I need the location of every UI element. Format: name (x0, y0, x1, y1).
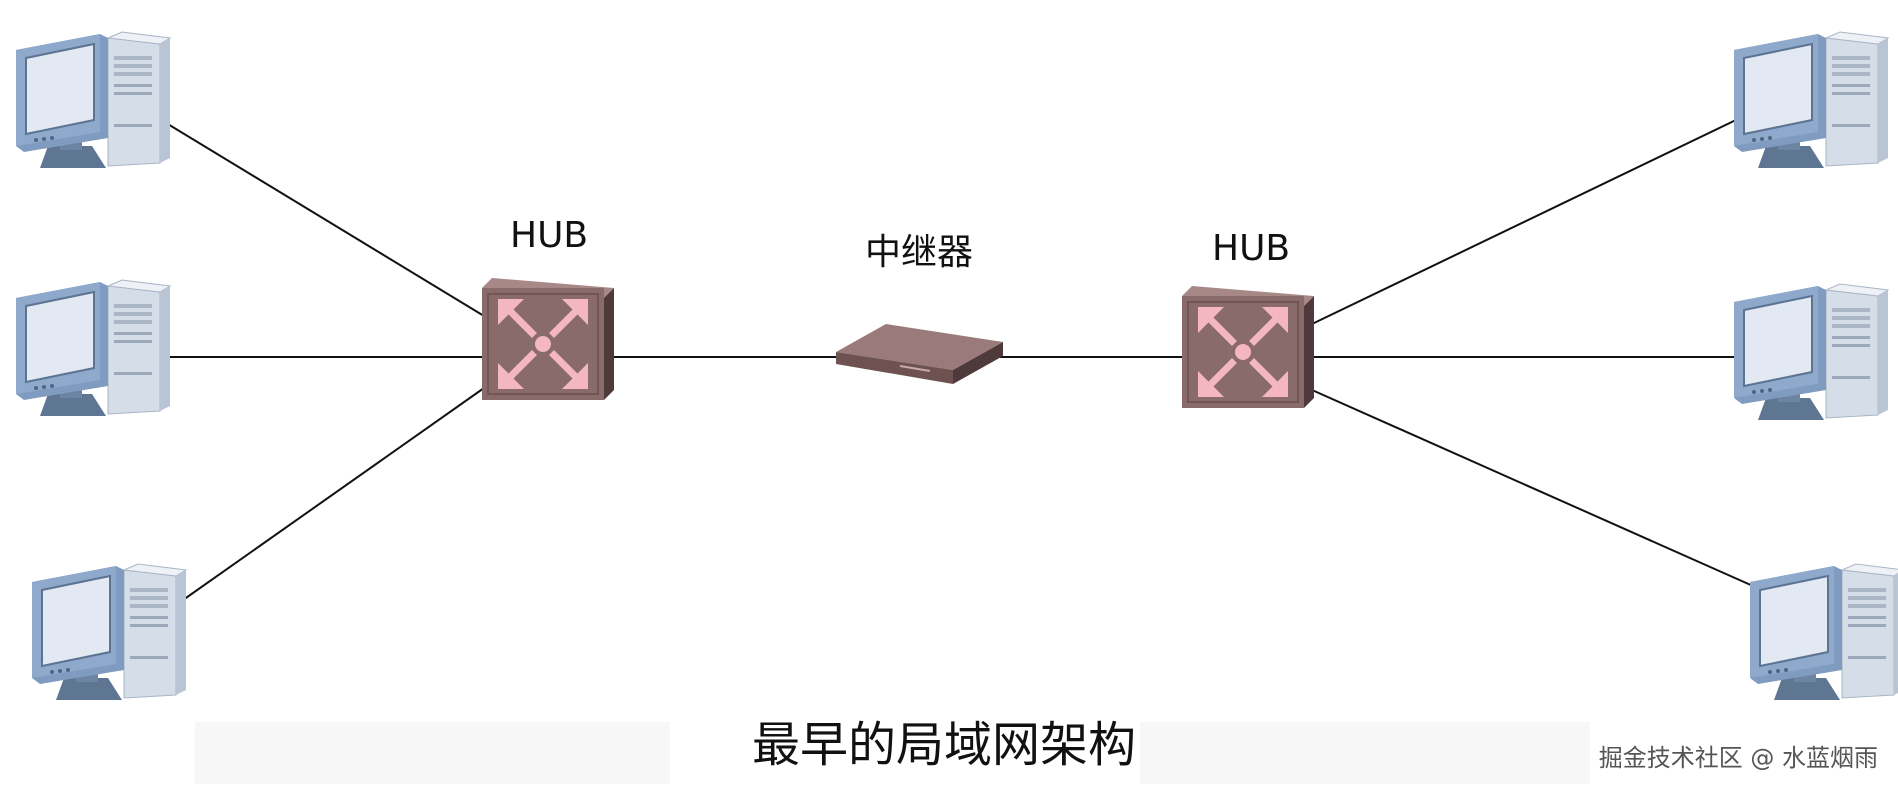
watermark: 掘金技术社区 @ 水蓝烟雨 (1598, 744, 1878, 772)
caption-backdrop-right (1140, 722, 1590, 784)
link-left-bottom (165, 387, 485, 613)
computer-left-2-icon (15, 279, 171, 417)
caption-backdrop-left (195, 722, 670, 784)
link-left-top (147, 111, 485, 317)
computer-right-1-icon (1733, 31, 1889, 169)
link-right-top (1311, 118, 1739, 325)
link-right-bottom (1311, 389, 1763, 591)
hub-right-icon (1182, 286, 1314, 408)
diagram-caption: 最早的局域网架构 (752, 717, 1137, 773)
repeater-icon (836, 324, 1003, 384)
hub-left-label: HUB (510, 215, 589, 256)
computer-right-3-icon (1749, 563, 1898, 701)
hub-right-label: HUB (1212, 228, 1291, 269)
computer-left-1-icon (15, 31, 171, 169)
repeater-label: 中继器 (865, 232, 974, 273)
computer-left-3-icon (31, 563, 187, 701)
computer-right-2-icon (1733, 283, 1889, 421)
hub-left-icon (482, 278, 614, 400)
